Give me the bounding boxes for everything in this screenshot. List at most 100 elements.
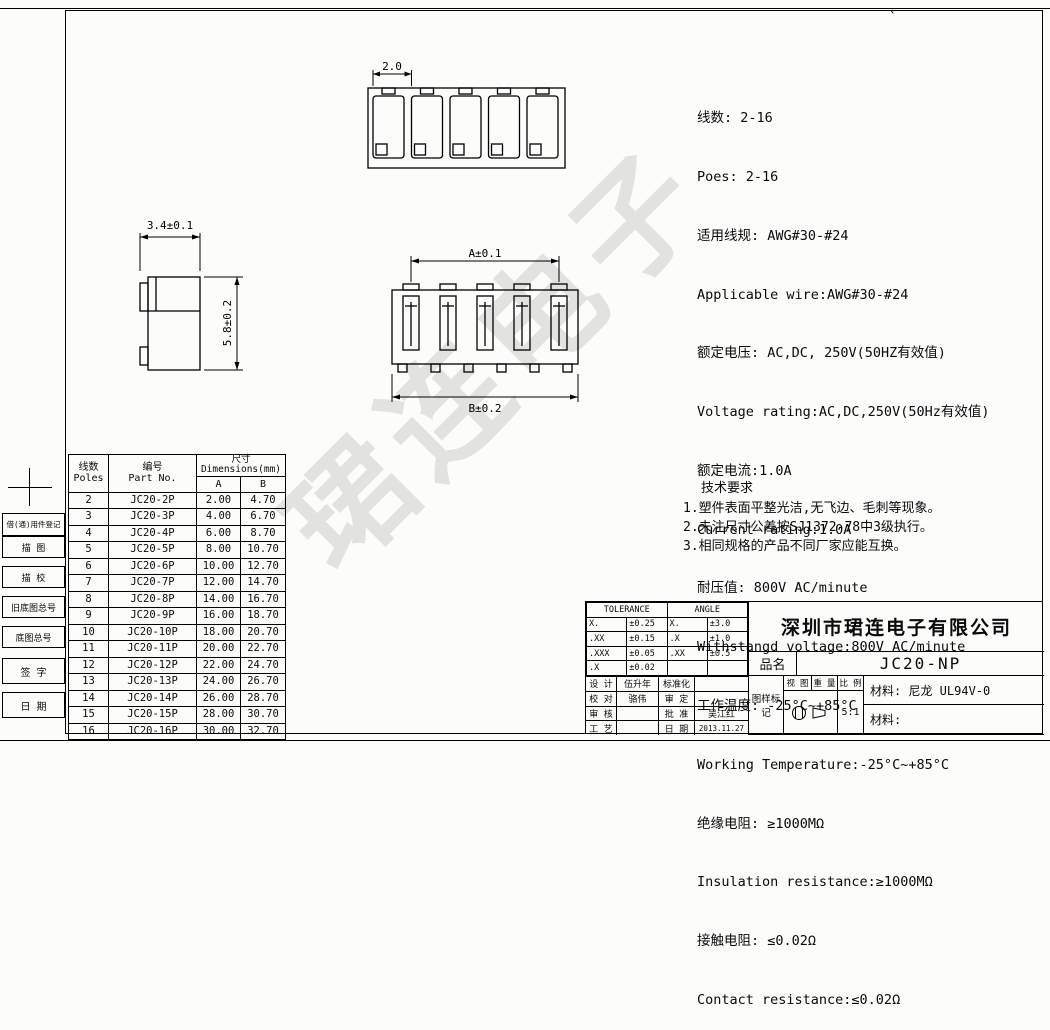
angle-header: ANGLE xyxy=(666,602,748,618)
tolerance-cell: .X xyxy=(666,631,708,647)
tech-requirements-title: 技术要求 xyxy=(701,481,754,496)
cell-a: 18.00 xyxy=(196,623,241,642)
design-label: 设 计 xyxy=(586,676,616,691)
review-label: 审 核 xyxy=(586,705,616,721)
top-view-drawing: 2.0 xyxy=(367,60,566,169)
spec-line: Insulation resistance:≥1000MΩ xyxy=(697,874,933,891)
cell-a: 14.00 xyxy=(196,590,241,609)
ratify-name: 吴江红 xyxy=(694,705,748,721)
col-header-part-cn: 编号 xyxy=(142,462,163,474)
craft-label: 工 艺 xyxy=(586,720,616,735)
tolerance-cell: X. xyxy=(666,616,708,633)
cell-poles: 7 xyxy=(68,574,109,592)
scale-label: 比 例 xyxy=(837,676,863,691)
tolerance-cell: .XX xyxy=(585,631,628,647)
cell-part: JC20-7P xyxy=(108,574,197,592)
cell-poles: 5 xyxy=(68,541,109,559)
centering-mark xyxy=(8,487,52,488)
cell-part: JC20-14P xyxy=(108,689,197,708)
check-name: 骆伟 xyxy=(616,690,658,706)
cell-a: 2.00 xyxy=(196,491,241,510)
date-label: 日 期 xyxy=(658,720,694,735)
tolerance-cell: X. xyxy=(585,616,628,633)
cell-a: 26.00 xyxy=(196,689,241,708)
tolerance-cell: .XX xyxy=(666,645,708,662)
cell-poles: 11 xyxy=(68,640,109,658)
cell-part: JC20-9P xyxy=(108,607,197,625)
spec-line: 适用线规: AWG#30-#24 xyxy=(697,227,849,244)
spec-line: Current rating:1.0A xyxy=(697,521,852,538)
cell-b: 20.70 xyxy=(240,623,286,642)
cell-part: JC20-3P xyxy=(108,508,197,526)
col-header-part-en: Part No. xyxy=(128,473,177,485)
stray-mark: ` xyxy=(889,11,897,26)
front-a-dimension xyxy=(410,256,560,282)
cell-b: 32.70 xyxy=(240,722,286,741)
cell-part: JC20-2P xyxy=(108,491,197,510)
cell-a: 12.00 xyxy=(196,574,241,592)
tolerance-cell: ±3.0 xyxy=(706,616,749,633)
cell-poles: 9 xyxy=(68,607,109,625)
margin-cell-signature: 签 字 xyxy=(2,658,65,684)
tolerance-header: TOLERANCE xyxy=(586,602,668,618)
cell-a: 20.00 xyxy=(196,640,241,658)
cell-poles: 6 xyxy=(68,557,109,576)
cell-a: 22.00 xyxy=(196,656,241,675)
audit-label: 审 定 xyxy=(658,690,694,706)
empty-cell xyxy=(694,690,748,706)
front-view-outline xyxy=(391,283,579,373)
tolerance-cell: ±0.05 xyxy=(626,645,668,662)
standardization-label: 标准化 xyxy=(658,676,694,691)
cell-a: 30.00 xyxy=(196,722,241,741)
check-label: 校 对 xyxy=(586,690,616,706)
cell-part: JC20-13P xyxy=(108,673,197,691)
cell-a: 6.00 xyxy=(196,524,241,543)
margin-cell-trace-check: 描 校 xyxy=(2,566,65,588)
empty-cell xyxy=(616,705,658,721)
cell-poles: 8 xyxy=(68,590,109,609)
drawing-mark-line2: 记 xyxy=(761,708,771,719)
company-name: 深圳市珺连电子有限公司 xyxy=(748,602,1044,652)
tolerance-cell: ±0.15 xyxy=(626,631,668,647)
empty-cell xyxy=(616,720,658,735)
page-top-rule xyxy=(0,8,1050,9)
cell-a: 4.00 xyxy=(196,508,241,526)
drawing-mark-cell: 图样标 记 xyxy=(748,676,783,735)
side-height-dimension xyxy=(204,276,243,371)
front-b-dimension xyxy=(391,374,579,402)
margin-cell-master-no: 底图总号 xyxy=(2,626,65,648)
cell-part: JC20-12P xyxy=(108,656,197,675)
spec-line: Applicable wire:AWG#30-#24 xyxy=(697,286,909,303)
dim-side-height-label: 5.8±0.2 xyxy=(221,300,234,346)
parts-table: 线数 Poles 编号 Part No. 尺寸Dimensions(mm) A … xyxy=(68,454,286,741)
centering-mark xyxy=(29,468,30,506)
cell-b: 16.70 xyxy=(240,590,286,609)
tech-requirement-item: 1.塑件表面平整光洁,无飞边、毛刺等现象。 xyxy=(683,501,941,516)
side-width-dimension xyxy=(139,233,201,271)
spec-line: 额定电流:1.0A xyxy=(697,462,792,479)
tech-requirement-item: 3.相同规格的产品不同厂家应能互换。 xyxy=(683,539,907,554)
cell-b: 10.70 xyxy=(240,541,286,559)
spec-line: Voltage rating:AC,DC,250V(50Hz有效值) xyxy=(697,404,990,421)
cell-b: 28.70 xyxy=(240,689,286,708)
dim-pitch-label: 2.0 xyxy=(382,60,402,73)
cell-b: 18.70 xyxy=(240,607,286,625)
engineering-drawing-sheet: { "watermark": "珺连电子", "stray_mark": "`"… xyxy=(0,8,1050,1008)
tolerance-cell: .XXX xyxy=(585,645,628,662)
cell-part: JC20-11P xyxy=(108,640,197,658)
cell-poles: 2 xyxy=(68,491,109,510)
cell-part: JC20-5P xyxy=(108,541,197,559)
col-header-poles: 线数 Poles xyxy=(68,454,109,493)
dim-side-width-label: 3.4±0.1 xyxy=(147,219,193,232)
ratify-label: 批 准 xyxy=(658,705,694,721)
col-header-b: B xyxy=(240,475,286,493)
